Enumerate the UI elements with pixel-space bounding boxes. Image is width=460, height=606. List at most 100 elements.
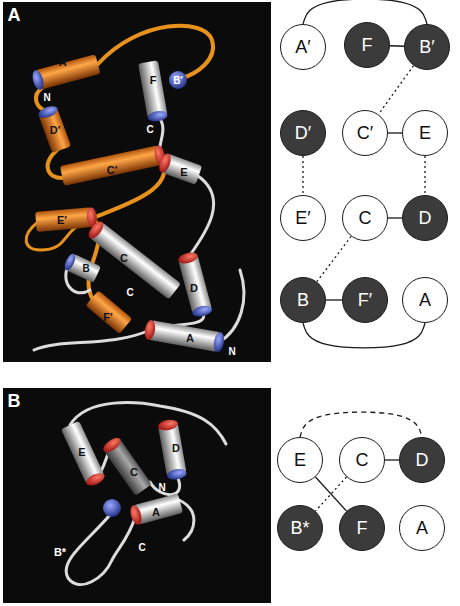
helix-label: D′ [50, 125, 61, 136]
helix-label: C [120, 253, 128, 264]
contact-line [385, 459, 399, 460]
helix-cylinder [37, 104, 71, 153]
helix-cylinder [157, 418, 187, 481]
helix-body [86, 290, 133, 334]
white-loop [219, 270, 244, 342]
helix-cylinder [143, 319, 225, 353]
helix-cap [84, 471, 106, 489]
panel-background [3, 388, 271, 603]
white-loop [70, 403, 226, 444]
helix-body [35, 54, 100, 89]
helix-name: C [359, 209, 372, 227]
helix-cylinder [138, 60, 168, 123]
helix-cap [157, 418, 178, 431]
helix-cylinder [63, 252, 101, 283]
helix-label: C [130, 467, 138, 478]
helix-name: E [294, 451, 306, 469]
helix-cylinder [86, 290, 133, 334]
helix-cap [191, 304, 213, 319]
dotted-contact [300, 412, 422, 437]
helix-cylinder [60, 144, 167, 185]
contact-line [315, 477, 346, 511]
terminus-sphere [103, 499, 121, 517]
contact-line [390, 45, 404, 47]
helix-name: A [416, 519, 428, 537]
helix-name: A [419, 291, 431, 309]
helix-cap [101, 435, 123, 455]
contact-line [326, 299, 342, 300]
helix-cap [147, 110, 168, 123]
helix-circle: A [402, 277, 448, 323]
helix-label: A [186, 333, 194, 344]
helix-cylinder [157, 152, 202, 185]
terminus-sphere [169, 71, 187, 89]
panel-letter: A [8, 6, 21, 24]
helix-label: C [138, 543, 145, 553]
contact-line [388, 217, 402, 218]
helix-cap [157, 152, 173, 174]
helix-circle: E′ [280, 195, 326, 241]
helix-label: B [82, 264, 89, 274]
helix-circle: E [402, 110, 448, 156]
dotted-contact [315, 477, 346, 511]
helix-body [60, 145, 162, 185]
helix-circle: F [339, 505, 385, 551]
helix-cap [37, 104, 59, 120]
helix-label: E [78, 447, 85, 458]
helix-body [90, 222, 181, 299]
white-loop [179, 500, 194, 540]
helix-circle: C [339, 437, 385, 483]
dotted-contact [378, 66, 413, 115]
helix-cylinder [61, 421, 107, 488]
helix-cap [129, 504, 144, 526]
helix-label: C′ [107, 165, 118, 176]
helix-circle: C [342, 195, 388, 241]
helix-name: B* [290, 519, 309, 537]
helix-cylinder [101, 435, 152, 496]
helix-cap [86, 219, 106, 241]
helix-label: C [146, 125, 153, 135]
helix-circle: E [277, 437, 323, 483]
helix-label: N [158, 483, 165, 493]
helix-label: N [228, 347, 235, 357]
helix-label: F [150, 75, 157, 86]
helix-cylinder [86, 219, 181, 299]
helix-circle: B′ [404, 24, 450, 70]
helix-name: F [362, 36, 373, 54]
helix-circle: B [280, 277, 326, 323]
dotted-contact [424, 156, 425, 195]
helix-name: D [416, 451, 429, 469]
helix-label: N [43, 93, 50, 103]
helix-body [138, 60, 167, 118]
helix-cap [63, 252, 78, 272]
helix-label: C [126, 288, 133, 298]
helix-body [148, 320, 220, 352]
helix-name: F′ [358, 291, 372, 309]
white-loop [66, 509, 136, 585]
helix-circle: D [399, 437, 445, 483]
white-loop [188, 176, 214, 258]
loop-group [26, 26, 244, 350]
helix-name: E′ [295, 209, 310, 227]
helix-circle: A [399, 505, 445, 551]
helix-label: B* [54, 547, 66, 558]
helix-label: D [172, 443, 180, 454]
helix-cylinder [35, 207, 98, 232]
helix-cylinder [31, 54, 101, 91]
helix-cap [166, 468, 187, 481]
helix-body [178, 255, 212, 313]
helix-name: C′ [357, 124, 373, 142]
helix-circle: D [402, 195, 448, 241]
loop-group [66, 403, 226, 585]
helix-cap [212, 331, 225, 352]
helix-cylinder [129, 493, 183, 526]
helix-circle: F [344, 22, 390, 68]
dotted-contact [317, 236, 351, 281]
helix-label: A [152, 507, 160, 518]
helix-circle: C′ [342, 110, 388, 156]
helix-cap [177, 251, 199, 266]
helix-circle: B* [277, 505, 323, 551]
helix-cap [143, 319, 156, 340]
